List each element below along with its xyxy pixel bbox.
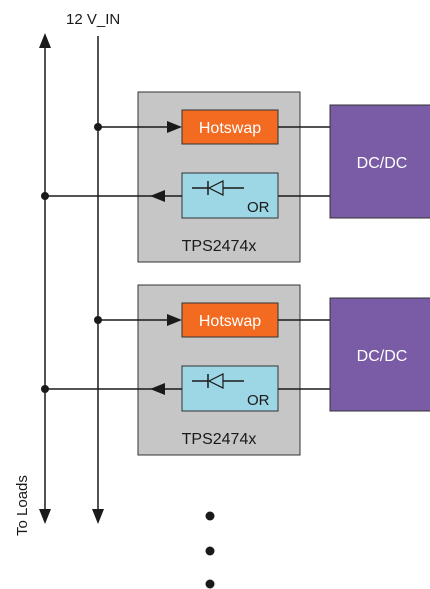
load-junction-dot xyxy=(41,385,49,393)
converter-border xyxy=(329,297,430,412)
hotswap-label: Hotswap xyxy=(199,120,261,137)
load-bus-bottom-arrowhead xyxy=(39,509,51,524)
supply-junction-dot xyxy=(94,316,102,324)
converter-border xyxy=(329,104,430,219)
supply-feed-arrowhead xyxy=(167,314,182,326)
load-bus-top-arrowhead xyxy=(39,33,51,48)
diode-icon xyxy=(192,373,244,389)
supply-feed-arrowhead xyxy=(167,121,182,133)
converter-label: DC/DC xyxy=(357,155,408,172)
ellipsis-dot xyxy=(205,546,215,556)
controller-label: TPS2474x xyxy=(182,431,257,448)
converter-box xyxy=(330,105,430,218)
module-2: TPS2474x Hotswap OR DC/DC xyxy=(41,284,430,456)
load-feed-arrowhead xyxy=(150,383,165,395)
hotswap-box xyxy=(181,109,279,145)
oring-label: OR xyxy=(247,392,270,409)
converter-box xyxy=(330,298,430,411)
hotswap-label: Hotswap xyxy=(199,313,261,330)
converter-label: DC/DC xyxy=(357,348,408,365)
supply-junction-dot xyxy=(94,123,102,131)
supply-label: 12 V_IN xyxy=(66,11,120,28)
controller-label: TPS2474x xyxy=(182,238,257,255)
ellipsis-dot xyxy=(205,511,215,521)
vertical-ellipsis-icon xyxy=(205,511,215,589)
load-label: To Loads xyxy=(14,475,31,536)
diode-icon xyxy=(192,180,244,196)
supply-bus-arrowhead xyxy=(92,509,104,524)
module-1: TPS2474x Hotswap OR DC/DC xyxy=(41,91,430,263)
load-junction-dot xyxy=(41,192,49,200)
oring-box xyxy=(181,172,279,219)
oring-box xyxy=(181,365,279,412)
oring-label: OR xyxy=(247,199,270,216)
load-feed-arrowhead xyxy=(150,190,165,202)
ellipsis-dot xyxy=(205,579,215,589)
